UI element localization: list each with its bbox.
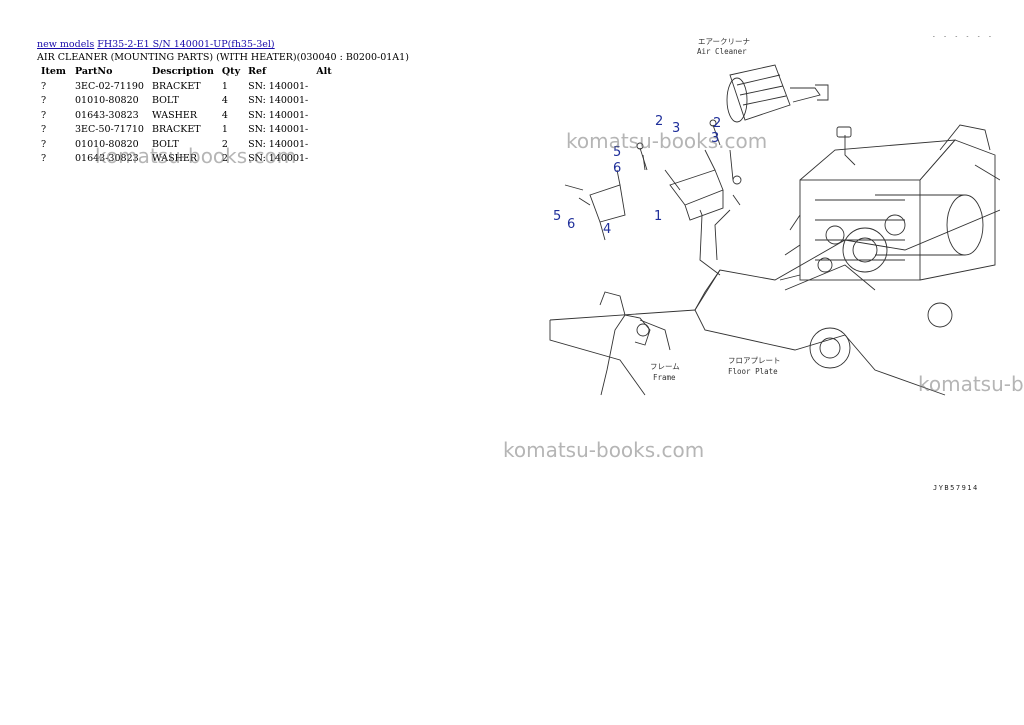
table-row: ? 01643-30823 WASHER 4 SN: 140001- (37, 109, 340, 124)
model-link[interactable]: FH35-2-E1 S/N 140001-UP(fh35-3el) (97, 39, 275, 50)
cell-ref: SN: 140001- (248, 95, 309, 106)
cell-partno: 3EC-50-71710 (75, 124, 144, 135)
cell-description: WASHER (151, 109, 198, 121)
cell-description: BRACKET (151, 124, 201, 135)
cell-alt (312, 138, 340, 153)
cell-partno: 3EC-02-71190 (75, 80, 144, 92)
table-row: ? 3EC-50-71710 BRACKET 1 SN: 140001- (37, 123, 340, 138)
callout-6a: 6 (613, 161, 621, 176)
frame-label-jp: フレーム (650, 362, 680, 371)
col-partno: PartNo (75, 66, 113, 77)
callout-6b: 6 (567, 217, 575, 232)
new-models-link[interactable]: new models (37, 39, 95, 50)
cell-description: BOLT (151, 95, 179, 106)
callout-5b: 5 (553, 209, 561, 224)
diagram-ref-code: JYB57914 (933, 484, 979, 492)
cell-description: BRACKET (151, 80, 201, 92)
callout-4: 4 (603, 222, 611, 237)
cell-alt (312, 123, 340, 138)
cell-ref: SN: 140001- (248, 138, 309, 150)
cell-item: ? (41, 153, 47, 164)
cell-qty: 2 (221, 138, 228, 150)
cell-qty: 4 (221, 95, 228, 106)
cell-ref: SN: 140001- (248, 80, 309, 92)
callout-3a: 3 (672, 121, 680, 136)
col-qty: Qty (221, 66, 241, 77)
cell-item: ? (41, 138, 47, 150)
page-title: AIR CLEANER (MOUNTING PARTS) (WITH HEATE… (37, 52, 409, 63)
top-code: - - - - - - (932, 33, 994, 40)
cell-alt (312, 80, 340, 95)
cell-item: ? (41, 109, 47, 121)
table-row: ? 3EC-02-71190 BRACKET 1 SN: 140001- (37, 80, 340, 95)
col-alt: Alt (316, 66, 332, 77)
air-cleaner-label: Air Cleaner (697, 47, 747, 56)
cell-ref: SN: 140001- (248, 124, 309, 135)
callout-2a: 2 (655, 114, 663, 129)
floor-plate-label-jp: フロアプレート (728, 356, 781, 365)
air-cleaner-label-jp: エアークリーナ (698, 37, 750, 46)
floor-plate-label: Floor Plate (728, 367, 778, 376)
callout-1: 1 (654, 209, 662, 224)
cell-partno: 01010-80820 (75, 95, 139, 106)
table-header-row: Item PartNo Description Qty Ref Alt (37, 65, 340, 80)
table-row: ? 01010-80820 BOLT 2 SN: 140001- (37, 138, 340, 153)
cell-alt (312, 109, 340, 124)
cell-ref: SN: 140001- (248, 153, 309, 164)
cell-alt (312, 152, 340, 167)
col-ref: Ref (248, 66, 267, 77)
cell-partno: 01643-30823 (75, 109, 139, 121)
cell-item: ? (41, 95, 47, 106)
cell-qty: 4 (221, 109, 228, 121)
watermark: komatsu-books.com (503, 438, 705, 462)
parts-diagram: エアークリーナ Air Cleaner フロアプレート Floor Plate … (549, 37, 1000, 396)
table-row: ? 01010-80820 BOLT 4 SN: 140001- (37, 94, 340, 109)
cell-item: ? (41, 80, 47, 92)
callout-5a: 5 (613, 145, 621, 160)
cell-qty: 1 (221, 124, 228, 135)
cell-ref: SN: 140001- (248, 109, 309, 121)
callout-2b: 2 (713, 116, 721, 131)
cell-qty: 2 (221, 153, 228, 164)
cell-partno: 01010-80820 (75, 138, 139, 150)
cell-partno: 01643-30823 (75, 153, 139, 164)
col-item: Item (41, 66, 66, 77)
col-description: Description (151, 66, 214, 77)
cell-description: BOLT (151, 138, 179, 150)
parts-table: Item PartNo Description Qty Ref Alt ? 3E… (37, 65, 340, 167)
callout-3b: 3 (711, 131, 719, 146)
frame-label: Frame (653, 373, 676, 382)
cell-qty: 1 (221, 80, 228, 92)
table-row: ? 01643-30823 WASHER 2 SN: 140001- (37, 152, 340, 167)
cell-description: WASHER (151, 153, 198, 164)
cell-alt (312, 94, 340, 109)
cell-item: ? (41, 124, 47, 135)
